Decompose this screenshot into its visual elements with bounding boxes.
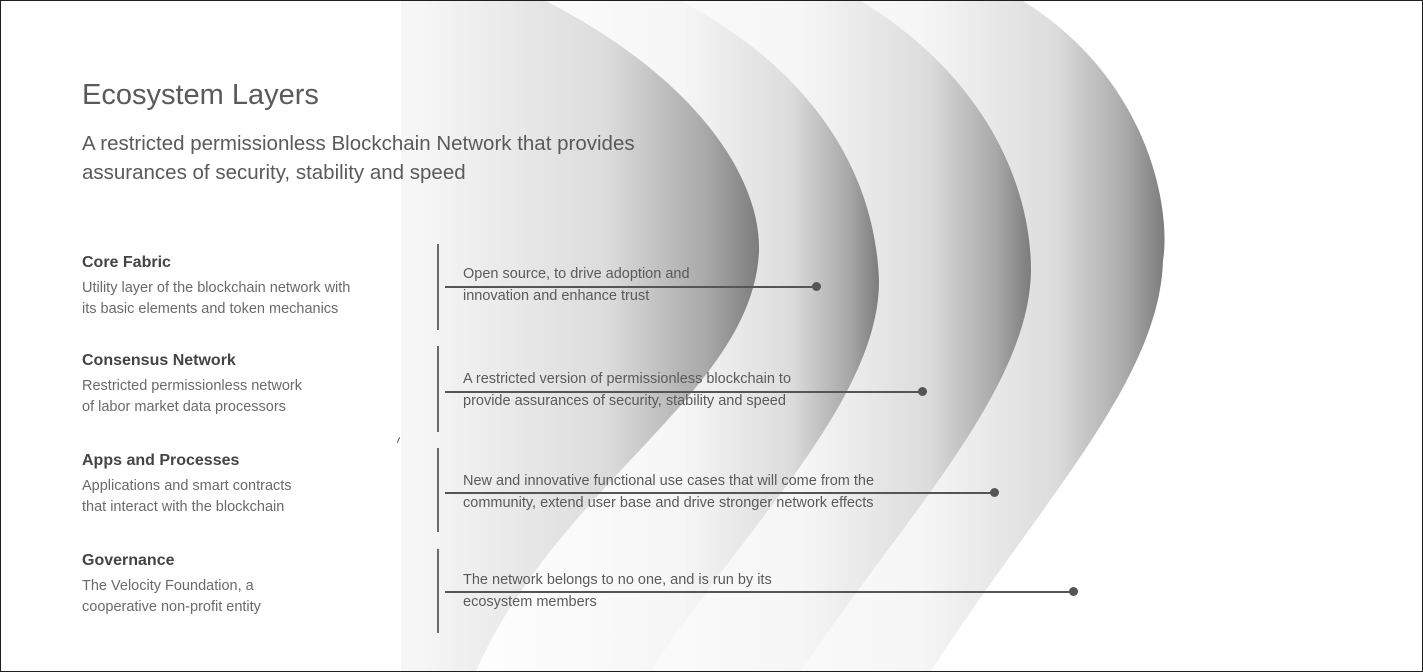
layer-description-line: Restricted permissionless network — [82, 378, 302, 394]
callout-leader-line — [445, 286, 816, 288]
layer-name: Consensus Network — [82, 352, 236, 369]
page-title: Ecosystem Layers — [82, 79, 319, 111]
layer-description-line: cooperative non-profit entity — [82, 599, 261, 615]
layer-name: Core Fabric — [82, 254, 171, 271]
layer-description-line: Utility layer of the blockchain network … — [82, 280, 351, 296]
callout-leader-line — [445, 391, 922, 393]
callout-leader-dot — [990, 488, 999, 497]
layer-divider — [437, 448, 439, 532]
layer-divider — [437, 549, 439, 633]
layer-callout-line: New and innovative functional use cases … — [463, 473, 875, 489]
layer-callout-line: The network belongs to no one, and is ru… — [463, 572, 772, 588]
layer-description-line: Applications and smart contracts — [82, 478, 292, 494]
callout-leader-dot — [918, 387, 927, 396]
layer-callout-line: innovation and enhance trust — [463, 288, 650, 304]
layer-name: Apps and Processes — [82, 452, 240, 469]
page-subtitle: A restricted permissionless Blockchain N… — [82, 132, 635, 184]
layer-divider — [437, 244, 439, 330]
layer-callout-line: community, extend user base and drive st… — [463, 495, 874, 511]
callout-leader-line — [445, 492, 995, 494]
layer-description-line: The Velocity Foundation, a — [82, 578, 254, 594]
layer-description-line: its basic elements and token mechanics — [82, 301, 339, 317]
callout-leader-line — [445, 591, 1074, 593]
layer-name: Governance — [82, 552, 175, 569]
layer-description-line: of labor market data processors — [82, 399, 286, 415]
layer-callout-line: Open source, to drive adoption and — [463, 266, 690, 282]
layer-callout-line: provide assurances of security, stabilit… — [463, 393, 786, 409]
layer-callout-line: A restricted version of permissionless b… — [463, 371, 792, 387]
callout-leader-dot — [1069, 587, 1078, 596]
layer-divider — [437, 346, 439, 432]
callout-leader-dot — [812, 282, 821, 291]
layer-callout-line: ecosystem members — [463, 594, 597, 610]
layer-description-line: that interact with the blockchain — [82, 499, 285, 515]
